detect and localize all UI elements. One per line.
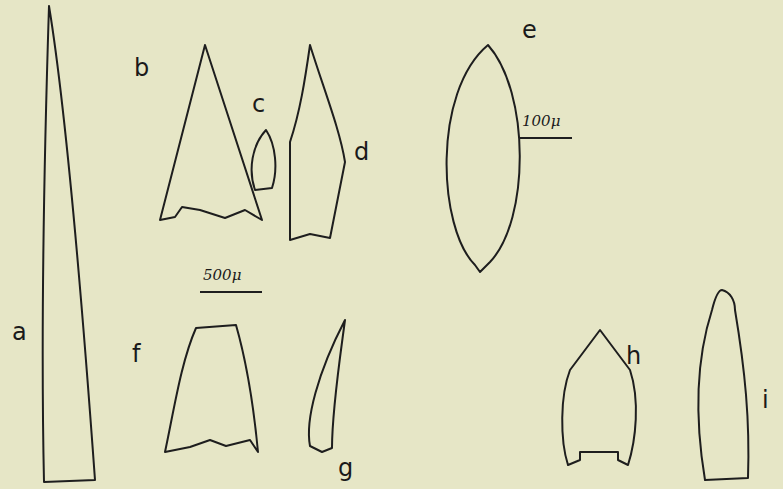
outline-g [309,320,345,452]
outline-i [699,290,749,480]
outline-a [43,6,95,482]
scale-bar [200,291,262,293]
outline-e [447,45,520,272]
scale-label: 100μ [522,114,560,129]
scale-label: 500μ [203,268,241,283]
figure-letter: d [354,140,369,164]
figure-letter: f [132,342,140,366]
figure-letter: i [762,388,769,412]
figure-letter: b [134,56,149,80]
outline-d [290,45,345,240]
outline-f [165,325,258,452]
outline-c [252,130,276,190]
figure-letter: a [12,320,27,344]
figure-letter: h [626,344,641,368]
outline-b [160,45,262,220]
figure-letter: g [338,456,353,480]
outline-h [562,330,636,465]
figure-letter: c [252,92,265,116]
figure-letter: e [522,18,537,42]
scale-bar [520,137,572,139]
